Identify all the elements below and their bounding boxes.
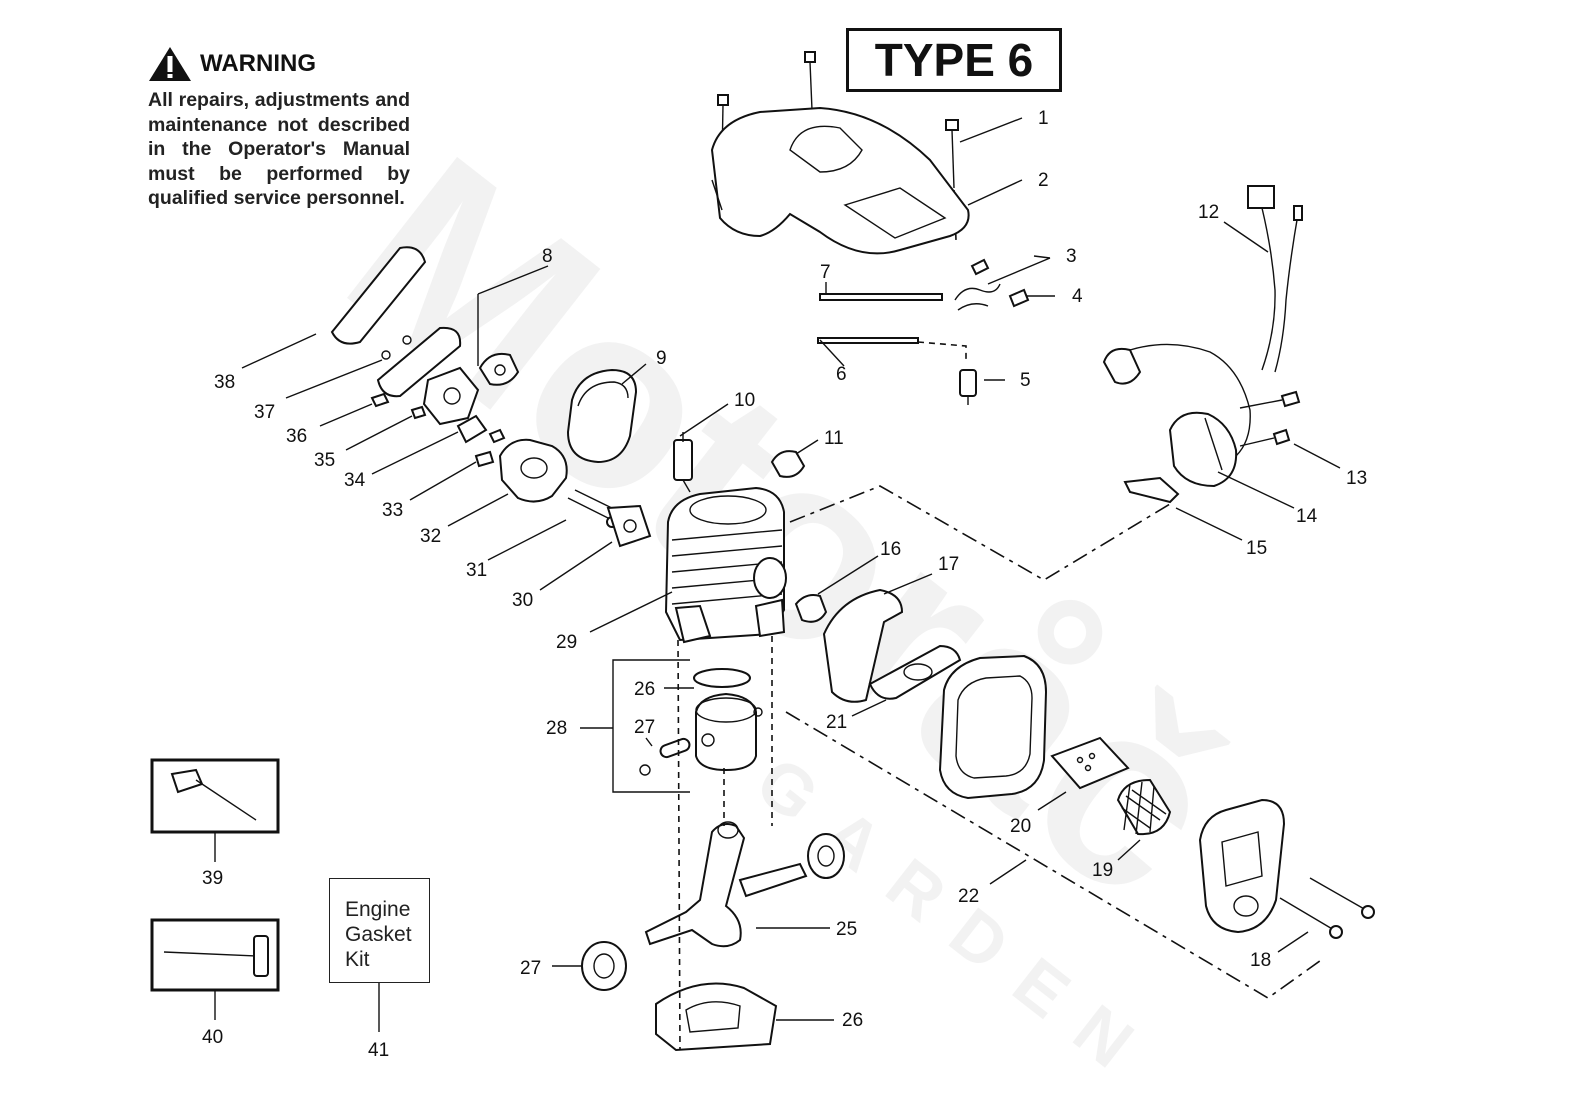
part-muffler-body	[938, 654, 1048, 800]
part-gasket-16	[794, 594, 828, 623]
callout-37: 37	[254, 402, 275, 423]
callout-8: 8	[542, 246, 553, 267]
callout-16: 16	[880, 539, 901, 560]
callout-33: 33	[382, 500, 403, 521]
callout-21: 21	[826, 712, 847, 733]
part-heat-shield-17	[822, 588, 904, 703]
callout-7: 7	[820, 262, 831, 283]
part-bearing-right	[807, 833, 845, 879]
bracket-28	[612, 659, 690, 793]
callout-5: 5	[1020, 370, 1031, 391]
part-rods-6-7	[817, 293, 967, 362]
callout-40: 40	[202, 1027, 223, 1048]
callout-1: 1	[1038, 108, 1049, 129]
callout-6: 6	[836, 364, 847, 385]
callout-22: 22	[958, 886, 979, 907]
part-carburetor-35-36	[370, 366, 480, 426]
callout-34: 34	[344, 470, 366, 491]
part-screws-1	[717, 51, 959, 241]
part-plug-5	[959, 369, 977, 405]
part-muffler-plate-20	[1050, 736, 1130, 790]
part-fuel-fitting-8	[478, 352, 520, 386]
callout-27b: 27	[520, 958, 541, 979]
part-bolts-13	[1239, 390, 1301, 447]
callout-35: 35	[314, 450, 335, 471]
callout-31: 31	[466, 560, 487, 581]
part-crankcase-26	[655, 982, 778, 1052]
part-cylinder-29	[664, 486, 787, 644]
callout-27a: 27	[634, 717, 655, 738]
callout-12: 12	[1198, 202, 1219, 223]
part-wire-harness-12	[1247, 185, 1303, 373]
kit-label-line-1: Engine	[345, 898, 411, 921]
part-carburetor-cover-37	[376, 326, 462, 398]
callout-15: 15	[1246, 538, 1267, 559]
part-gasket-30	[606, 504, 652, 548]
callout-20: 20	[1010, 816, 1031, 837]
type-label: TYPE 6	[846, 28, 1062, 92]
engine-gasket-kit-box: Engine Gasket Kit	[329, 878, 430, 983]
callout-4: 4	[1072, 286, 1083, 307]
part-ignition-module-14	[1102, 343, 1251, 488]
callout-39: 39	[202, 868, 223, 889]
part-piston-27	[639, 692, 763, 776]
kit-label-line-3: Kit	[345, 948, 370, 971]
warning-triangle-icon	[149, 47, 191, 81]
callout-25: 25	[836, 919, 857, 940]
tool-box-39	[150, 758, 280, 834]
callout-18: 18	[1250, 950, 1271, 971]
part-air-filter-38	[330, 246, 427, 345]
part-spark-screen-19	[1116, 778, 1172, 836]
kit-label-line-2: Gasket	[345, 923, 412, 946]
callout-13: 13	[1346, 468, 1367, 489]
callout-19: 19	[1092, 860, 1113, 881]
part-intake-boot-9	[566, 368, 638, 464]
part-crankshaft-25	[644, 821, 808, 948]
callout-38: 38	[214, 372, 235, 393]
callout-2: 2	[1038, 170, 1049, 191]
leader-lines	[214, 117, 1341, 1032]
callout-41: 41	[368, 1040, 389, 1061]
callout-11: 11	[824, 428, 844, 449]
callout-29: 29	[556, 632, 577, 653]
callout-30: 30	[512, 590, 533, 611]
part-bearing-27	[581, 941, 627, 991]
callout-9: 9	[656, 348, 667, 369]
callout-labels: 1 2 3 4 5 6 7 8 9 10 11 12 13 14 15 16 1…	[202, 108, 1367, 1061]
part-bracket-15	[1123, 476, 1180, 504]
part-spark-plug-10	[673, 432, 693, 493]
warning-text: All repairs, adjustments and maintenance…	[148, 89, 410, 209]
callout-28: 28	[546, 718, 567, 739]
part-top-cover-2	[710, 106, 970, 255]
part-intake-flange-32	[474, 438, 568, 503]
part-gasket-21	[868, 644, 962, 700]
callout-3: 3	[1066, 246, 1077, 267]
callout-26b: 26	[842, 1010, 863, 1031]
callout-17: 17	[938, 554, 959, 575]
part-gasket-34	[456, 414, 506, 444]
warning-heading: WARNING	[148, 46, 316, 82]
part-cap-11	[770, 450, 806, 478]
assembly-lines	[677, 485, 1325, 1051]
callout-36: 36	[286, 426, 307, 447]
callout-26a: 26	[634, 679, 655, 700]
callout-32: 32	[420, 526, 441, 547]
callout-14: 14	[1296, 506, 1318, 527]
tool-box-40	[150, 918, 280, 992]
part-piston-ring-26	[693, 668, 751, 688]
callout-10: 10	[734, 390, 755, 411]
part-small-hardware-3-4	[954, 258, 1030, 311]
warning-title: WARNING	[200, 50, 316, 77]
part-muffler-cover	[1198, 798, 1286, 934]
part-bolts-18	[1279, 877, 1375, 939]
